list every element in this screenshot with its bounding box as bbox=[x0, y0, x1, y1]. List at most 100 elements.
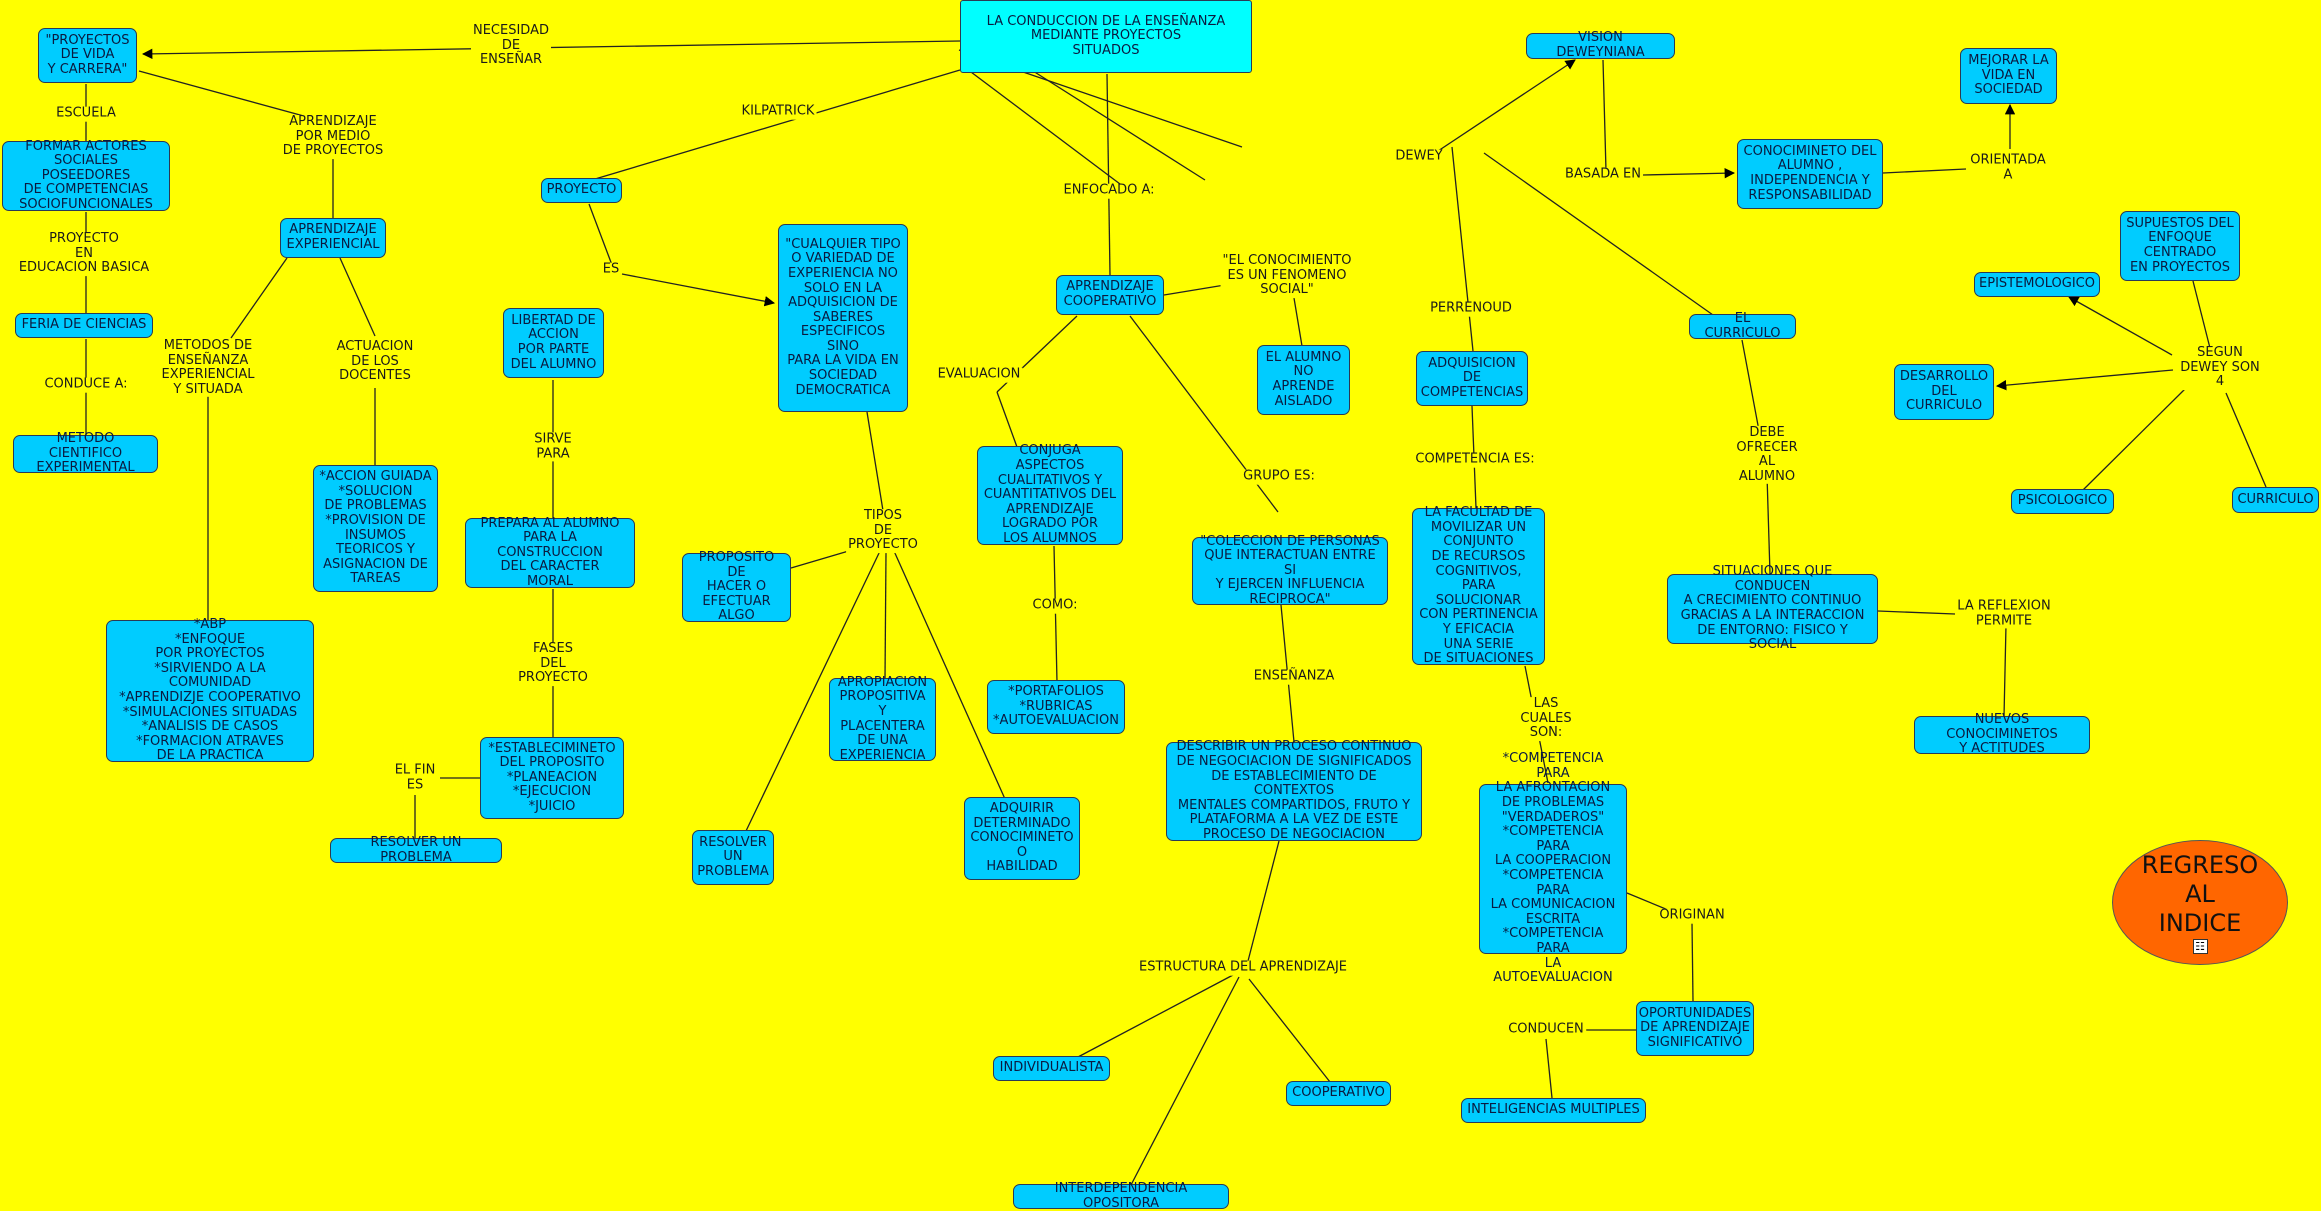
link-label-conocimiento-fen: "EL CONOCIMIENTO ES UN FENOMENO SOCIAL" bbox=[1220, 253, 1354, 298]
link-label-originan: ORIGINAN bbox=[1657, 907, 1727, 924]
concept-node-oportunidades: OPORTUNIDADES DE APRENDIZAJE SIGNIFICATI… bbox=[1636, 1001, 1754, 1056]
concept-node-cualquier-tipo: "CUALQUIER TIPO O VARIEDAD DE EXPERIENCI… bbox=[778, 224, 908, 412]
link-label-estructura: ESTRUCTURA DEL APRENDIZAJE bbox=[1136, 959, 1350, 976]
connector-line bbox=[1077, 974, 1234, 1058]
link-label-perrenoud: PERRENOUD bbox=[1428, 300, 1514, 317]
concept-node-libertad: LIBERTAD DE ACCION POR PARTE DEL ALUMNO bbox=[503, 308, 604, 378]
connector-line bbox=[1431, 59, 1576, 156]
connector-line bbox=[1451, 146, 1474, 352]
link-label-competencia-es: COMPETENCIA ES: bbox=[1413, 451, 1537, 468]
concept-node-conocimiento: CONOCIMINETO DEL ALUMNO , INDEPENDENCIA … bbox=[1737, 139, 1883, 209]
connector-line bbox=[584, 69, 961, 183]
connector-line bbox=[1642, 168, 1736, 179]
link-label-debe: DEBE OFRECER AL ALUMNO bbox=[1734, 424, 1800, 485]
concept-node-establecimiento: *ESTABLECIMINETO DEL PROPOSITO *PLANEACI… bbox=[480, 737, 624, 819]
concept-node-ap-cooperativo: APRENDIZAJE COOPERATIVO bbox=[1056, 275, 1164, 315]
connector-line bbox=[1882, 168, 1967, 174]
link-label-escuela: ESCUELA bbox=[54, 105, 118, 122]
link-label-como: COMO: bbox=[1030, 597, 1080, 614]
connector-line bbox=[893, 550, 1006, 800]
concept-node-prepara: PREPARA AL ALUMNO PARA LA CONSTRUCCION D… bbox=[465, 516, 635, 589]
link-label-fin: EL FIN ES bbox=[392, 762, 438, 793]
concept-node-competencia-para: *COMPETENCIA PARA LA AFRONTACION DE PROB… bbox=[1479, 751, 1627, 985]
concept-node-situaciones: SITUACIONES QUE CONDUCEN A CRECIMIENTO C… bbox=[1667, 564, 1878, 652]
connector-line bbox=[1995, 369, 2174, 391]
concept-node-formar-actores: FORMAR ACTORES SOCIALES POSEEDORES DE CO… bbox=[2, 139, 170, 212]
connector-line bbox=[996, 391, 1018, 448]
concept-node-nuevos: NUEVOS CONOCIMINETOS Y ACTITUDES bbox=[1914, 712, 2090, 756]
link-label-reflexion: LA REFLEXION PERMITE bbox=[1955, 598, 2053, 629]
connector-line bbox=[1691, 922, 1694, 1002]
connector-line bbox=[1130, 976, 1240, 1186]
concept-node-abp: *ABP *ENFOQUE POR PROYECTOS *SIRVIENDO A… bbox=[106, 617, 314, 763]
connector-line bbox=[1545, 1038, 1553, 1099]
concept-node-curriculo: EL CURRICULO bbox=[1689, 311, 1796, 340]
link-label-basada: BASADA EN bbox=[1563, 166, 1643, 183]
concept-node-apropiacion: APROPIACION PROPOSITIVA Y PLACENTERA DE … bbox=[829, 675, 936, 762]
connector-line bbox=[1053, 545, 1058, 683]
concept-node-proposito: PROPOSITO DE HACER O EFECTUAR ALGO bbox=[682, 550, 791, 623]
network-icon: ☷ bbox=[2192, 939, 2208, 954]
concept-node-interdependencia: INTERDEPENDENCIA OPOSITORA bbox=[1013, 1181, 1229, 1210]
concept-node-individualista: INDIVIDUALISTA bbox=[993, 1056, 1110, 1081]
connector-line bbox=[1741, 339, 1761, 437]
connector-line bbox=[2082, 387, 2187, 491]
link-label-conducen: CONDUCEN bbox=[1506, 1021, 1586, 1038]
link-label-proyecto-en: PROYECTO EN EDUCACION BASICA bbox=[16, 231, 152, 276]
connector-line bbox=[2225, 392, 2267, 488]
link-label-conduce-a: CONDUCE A: bbox=[42, 376, 130, 393]
connector-line bbox=[339, 257, 376, 337]
link-label-es: ES bbox=[600, 261, 622, 278]
concept-node-aprendizaje-exp: APRENDIZAJE EXPERIENCIAL bbox=[280, 218, 386, 258]
connector-line bbox=[2192, 280, 2213, 357]
link-label-enfocado: ENFOCADO A: bbox=[1061, 182, 1157, 199]
concept-node-cooperativo: COOPERATIVO bbox=[1286, 1081, 1391, 1106]
link-label-necesidad: NECESIDAD DE ENSEÑAR bbox=[470, 23, 552, 68]
connector-line bbox=[1602, 59, 1607, 172]
concept-node-feria: FERIA DE CIENCIAS bbox=[15, 313, 153, 338]
back-to-index-label: REGRESO AL INDICE bbox=[2141, 851, 2259, 937]
concept-node-describir: DESCRIBIR UN PROCESO CONTINUO DE NEGOCIA… bbox=[1166, 740, 1422, 842]
concept-node-conjuga: CONJUGA ASPECTOS CUALITATIVOS Y CUANTITA… bbox=[977, 444, 1123, 546]
link-label-fases: FASES DEL PROYECTO bbox=[516, 641, 590, 686]
connector-line bbox=[2068, 296, 2173, 356]
connector-line bbox=[1247, 840, 1280, 962]
connector-line bbox=[141, 40, 961, 60]
link-label-actuacion: ACTUACION DE LOS DOCENTES bbox=[334, 339, 416, 384]
back-to-index-button[interactable]: REGRESO AL INDICE ☷ bbox=[2112, 840, 2288, 965]
connector-line bbox=[621, 273, 776, 307]
connector-line bbox=[962, 65, 1125, 188]
concept-node-inteligencias: INTELIGENCIAS MULTIPLES bbox=[1461, 1098, 1646, 1123]
link-label-grupo: GRUPO ES: bbox=[1241, 468, 1317, 485]
link-label-tipos: TIPOS DE PROYECTO bbox=[846, 508, 920, 553]
concept-node-facultad: LA FACULTAD DE MOVILIZAR UN CONJUNTO DE … bbox=[1412, 505, 1545, 666]
link-label-sirve: SIRVE PARA bbox=[532, 431, 574, 462]
concept-node-root: LA CONDUCCION DE LA ENSEÑANZA MEDIANTE P… bbox=[960, 0, 1252, 73]
concept-node-portafolios: *PORTAFOLIOS *RUBRICAS *AUTOEVALUACION bbox=[987, 680, 1125, 734]
concept-node-alumno-no: EL ALUMNO NO APRENDE AISLADO bbox=[1257, 345, 1350, 415]
connector-line bbox=[2003, 624, 2007, 718]
concept-node-mejorar: MEJORAR LA VIDA EN SOCIEDAD bbox=[1960, 48, 2057, 104]
link-label-metodos: METODOS DE ENSEÑANZA EXPERIENCIAL Y SITU… bbox=[159, 337, 257, 398]
connector-line bbox=[1766, 474, 1771, 575]
concept-node-proyectos-vida: "PROYECTOS DE VIDA Y CARRERA" bbox=[38, 28, 137, 83]
connector-line bbox=[884, 552, 887, 680]
link-label-kilpatrick: KILPATRICK bbox=[739, 103, 817, 120]
concept-node-coleccion: "COLECCION DE PERSONAS QUE INTERACTUAN E… bbox=[1192, 534, 1388, 607]
connector-line bbox=[230, 257, 288, 339]
link-label-segun: SEGUN DEWEY SON 4 bbox=[2178, 345, 2262, 390]
concept-node-resolver-problema: RESOLVER UN PROBLEMA bbox=[330, 835, 502, 864]
link-label-dewey: DEWEY bbox=[1393, 148, 1445, 165]
concept-node-adquirir: ADQUIRIR DETERMINADO CONOCIMINETO O HABI… bbox=[964, 797, 1080, 880]
connector-line bbox=[866, 411, 886, 524]
concept-node-resolver-un: RESOLVER UN PROBLEMA bbox=[692, 830, 774, 885]
concept-node-psicologico: PSICOLOGICO bbox=[2011, 489, 2114, 514]
concept-node-adquisicion: ADQUISICION DE COMPETENCIAS bbox=[1416, 351, 1528, 406]
connector-line bbox=[1877, 610, 1956, 615]
connector-line bbox=[1248, 978, 1331, 1083]
concept-node-vision: VISION DEWEYNIANA bbox=[1526, 31, 1675, 60]
link-label-evaluacion: EVALUACION bbox=[935, 366, 1023, 383]
connector-line bbox=[1106, 73, 1111, 276]
link-label-las-cuales: LAS CUALES SON: bbox=[1518, 696, 1574, 741]
